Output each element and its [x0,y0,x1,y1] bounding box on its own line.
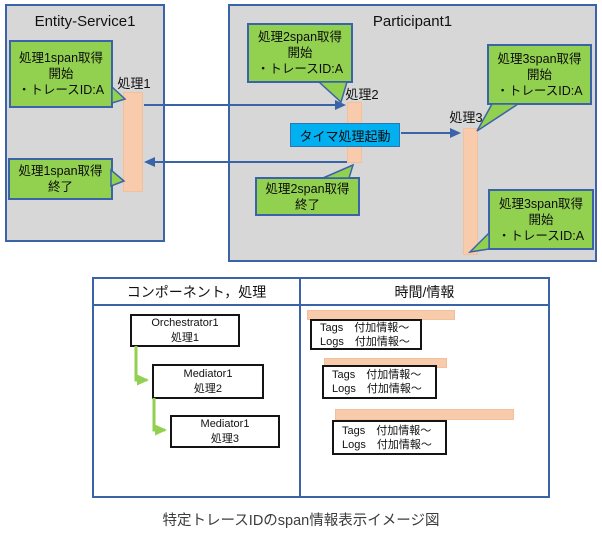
process1-span-bar [123,92,143,192]
callout-process2-span-start: 処理2span取得 開始 ・トレースID:A [247,23,353,83]
callout-process1-span-start: 処理1span取得 開始 ・トレースID:A [9,40,113,108]
component-box-orchestrator1: Orchestrator1 処理1 [130,314,240,347]
callout-process3-span-start: 処理3span取得 開始 ・トレースID:A [487,44,592,105]
process1-label: 処理1 [117,76,151,91]
span3-tags-logs-box: Tags 付加情報～ Logs 付加情報～ [332,420,447,455]
component-box-mediator1-p3: Mediator1 処理3 [170,415,280,448]
span-info-table: コンポーネント，処理 時間/情報 Orchestrator1 処理1 Media… [92,277,550,498]
diagram-caption: 特定トレースIDのspan情報表示イメージ図 [162,513,440,529]
process3-label: 処理3 [449,110,483,125]
entity-service1-title: Entity-Service1 [34,13,136,30]
callout-process3-span-end: 処理3span取得 開始 ・トレースID:A [488,189,594,250]
participant1-title: Participant1 [372,13,453,30]
table-header-component: コンポーネント，処理 [126,283,267,300]
callout-process1-span-end: 処理1span取得 終了 [8,158,113,200]
component-box-orchestrator1-text: Orchestrator1 処理1 [151,316,219,344]
component-box-mediator1-p2-text: Mediator1 処理2 [183,367,233,395]
component-box-mediator1-p2: Mediator1 処理2 [152,364,264,399]
span2-tags-logs-box: Tags 付加情報～ Logs 付加情報～ [322,365,437,399]
component-box-mediator1-p3-text: Mediator1 処理3 [200,417,250,445]
table-header-time-info: 時間/情報 [394,283,455,300]
table-header-divider [94,304,548,306]
callout-process2-span-end: 処理2span取得 終了 [255,177,360,216]
process2-label: 処理2 [345,87,379,102]
span3-duration-bar [335,409,514,420]
process3-span-bar [463,128,478,255]
timer-start-box: タイマ処理起動 [290,123,400,147]
span1-tags-logs-box: Tags 付加情報～ Logs 付加情報～ [310,319,422,350]
table-column-divider [299,279,301,496]
